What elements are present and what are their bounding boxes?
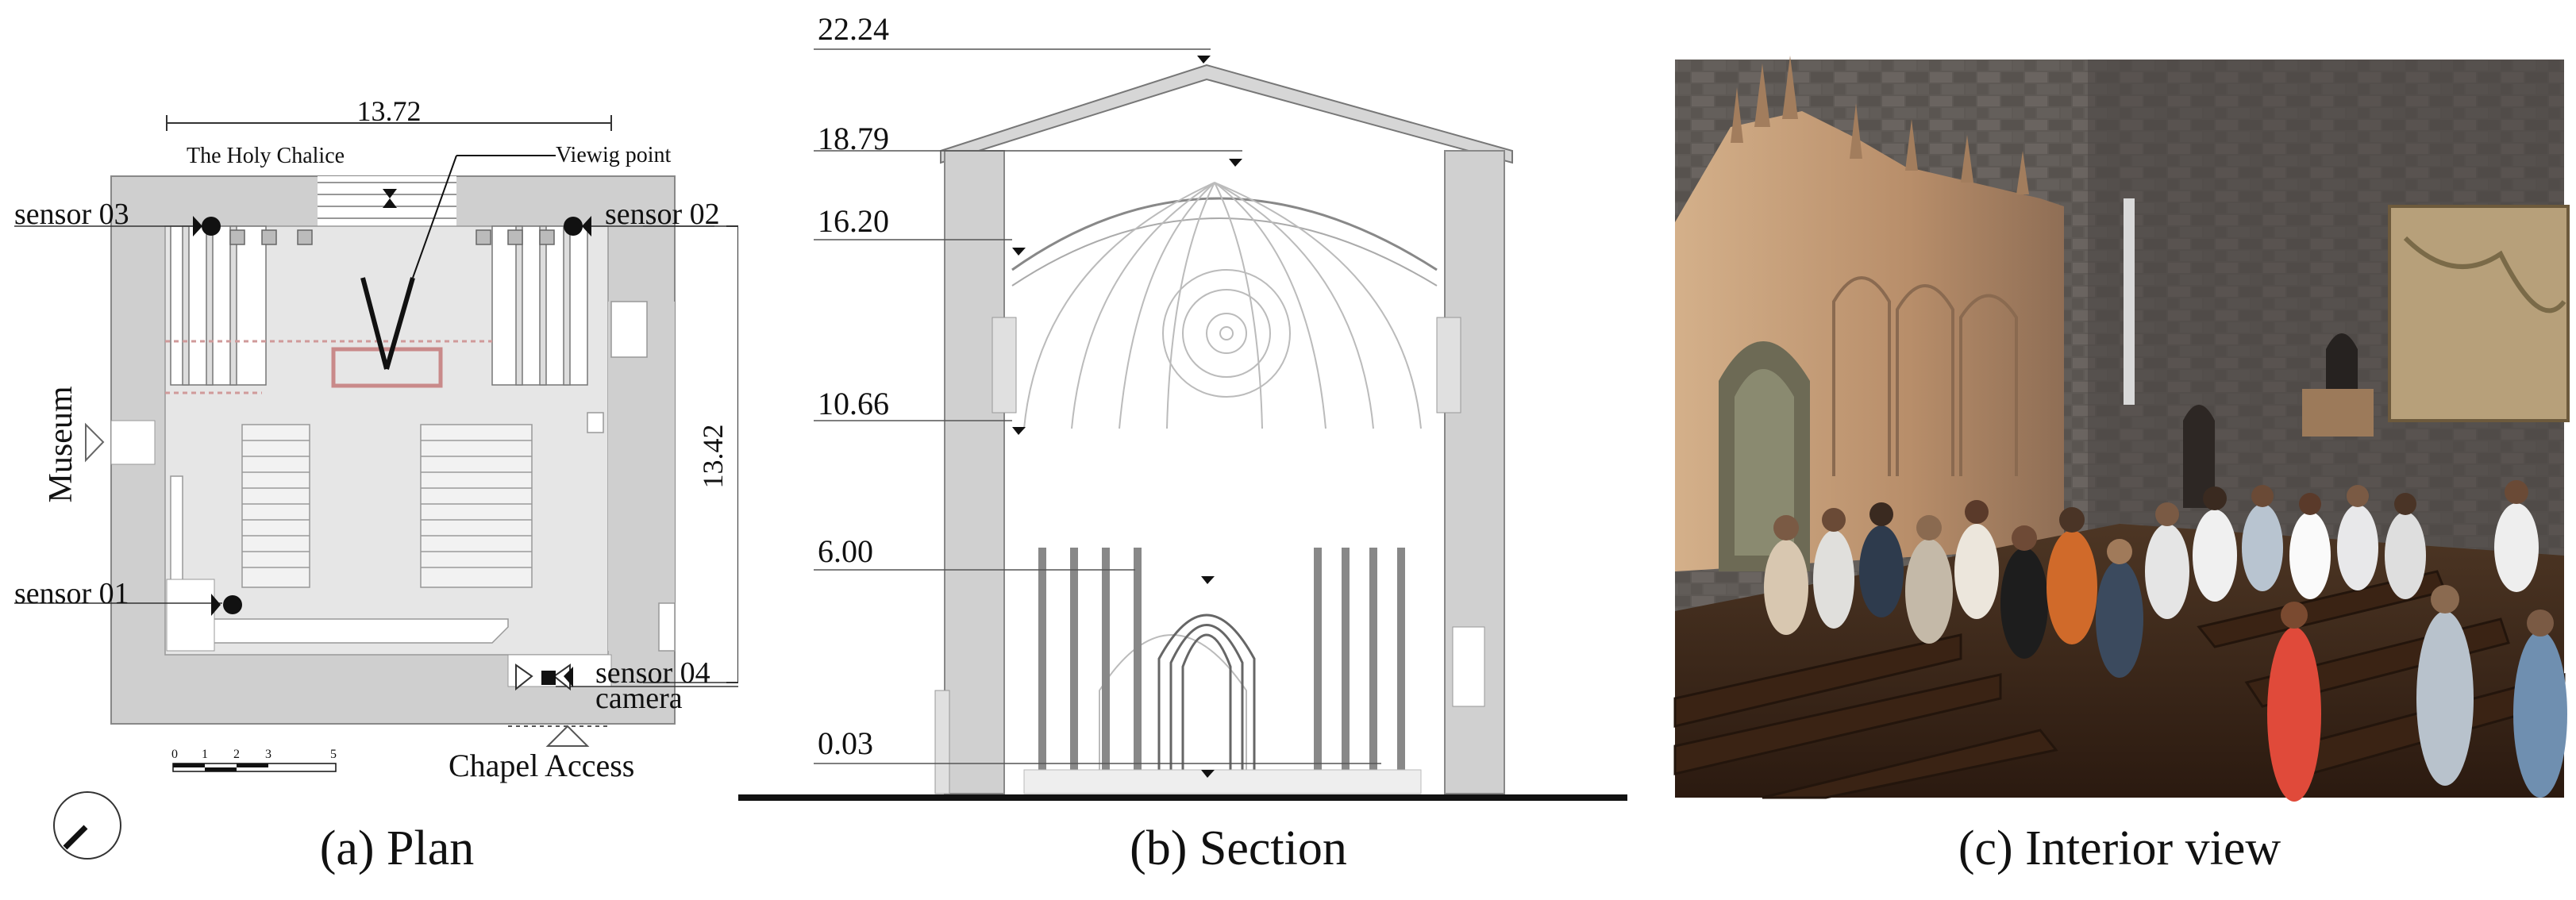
photo-lamp — [2124, 198, 2135, 405]
sensor-03-label: sensor 03 — [14, 198, 129, 231]
section-doorway — [1157, 613, 1256, 774]
camera-label: camera — [595, 682, 683, 715]
plan-drawing: 0 1 2 3 5 13.72 13.42 The Holy Chalice V… — [14, 95, 738, 860]
scale-tick-0: 0 — [171, 748, 178, 761]
photo-visitor-red-dress — [2267, 627, 2321, 802]
section-caption: (b) Section — [1130, 821, 1347, 875]
plan-panel: 0 1 2 3 5 13.72 13.42 The Holy Chalice V… — [0, 0, 738, 900]
chapel-access-arrow-icon — [508, 725, 611, 747]
plan-caption: (a) Plan — [319, 821, 475, 875]
photo-caption: (c) Interior view — [1958, 821, 2281, 875]
photo-tapestry — [2388, 205, 2570, 422]
section-vault-outer — [1011, 197, 1438, 271]
museum-label: Museum — [43, 386, 79, 502]
level-22-24: 22.24 — [818, 11, 889, 47]
section-right-feature — [1452, 626, 1485, 707]
chalice-marker-base — [383, 198, 397, 208]
sensor-01-label: sensor 01 — [14, 577, 129, 610]
photo-altarpiece-arches — [1832, 276, 2018, 476]
photo-visitors — [1764, 480, 2567, 802]
view-cone-right — [384, 277, 415, 370]
sensor-03-icon — [193, 216, 221, 237]
sensor-04-label: sensor 04 — [595, 656, 710, 690]
section-vault-ribs — [1023, 182, 1422, 429]
sensor-01-icon — [211, 594, 242, 616]
plan-right-wall — [608, 302, 675, 651]
photo-panel: (c) Interior view — [1643, 0, 2576, 900]
plan-sensor01-niche — [166, 579, 215, 652]
interior-photo — [1673, 56, 2570, 802]
scale-tick-5: 5 — [330, 748, 337, 761]
rose-window — [1162, 269, 1291, 398]
plan-depth-dimension: 13.42 — [697, 425, 729, 489]
scale-bar — [172, 763, 337, 772]
section-altar-base — [1023, 769, 1422, 794]
scale-tick-2: 2 — [233, 748, 240, 761]
north-compass-icon — [53, 791, 121, 860]
section-panel: 22.24 18.79 16.20 10.66 6.00 0.03 (b) Se… — [738, 0, 1643, 900]
level-10-66: 10.66 — [818, 386, 889, 421]
level-6-00: 6.00 — [818, 533, 873, 569]
level-18-79: 18.79 — [818, 121, 889, 156]
scale-tick-3: 3 — [265, 748, 271, 761]
museum-arrow-icon — [85, 422, 105, 463]
plan-capitals — [229, 229, 555, 245]
plan-museum-door — [110, 420, 156, 465]
viewing-point-leader — [412, 155, 457, 279]
section-level-lines — [814, 48, 1381, 764]
scale-ticks: 0 1 2 3 5 — [171, 748, 337, 761]
scale-tick-1: 1 — [202, 748, 208, 761]
section-drawing: 22.24 18.79 16.20 10.66 6.00 0.03 — [738, 11, 1627, 801]
plan-viewing-area — [331, 347, 443, 388]
view-cone-left — [360, 277, 389, 370]
level-16-20: 16.20 — [818, 203, 889, 239]
holy-chalice-label: The Holy Chalice — [187, 144, 345, 168]
chalice-marker-icon — [383, 189, 397, 198]
photo-pulpit — [2302, 389, 2374, 437]
plan-pews-left — [241, 424, 310, 588]
plan-right-features — [587, 301, 676, 652]
viewing-point-label: Viewig point — [556, 143, 672, 167]
chapel-access-label: Chapel Access — [449, 748, 634, 783]
plan-width-dimension: 13.72 — [357, 95, 422, 127]
sensor-02-label: sensor 02 — [605, 198, 720, 231]
photo-altarpiece-pinnacles — [1731, 56, 2029, 194]
sensor-02-icon — [564, 216, 591, 237]
sensor-04-camera-icon — [515, 663, 573, 691]
section-altarpiece-frame — [1099, 634, 1247, 774]
section-left-wall — [944, 150, 1005, 794]
photo-window — [2326, 333, 2358, 397]
plan-pews-right — [420, 424, 533, 588]
photo-side-doorway — [2183, 405, 2215, 508]
section-roof — [940, 63, 1513, 164]
section-pinnacles — [1038, 548, 1405, 770]
level-0-03: 0.03 — [818, 725, 873, 761]
section-level-markers — [1012, 56, 1242, 778]
